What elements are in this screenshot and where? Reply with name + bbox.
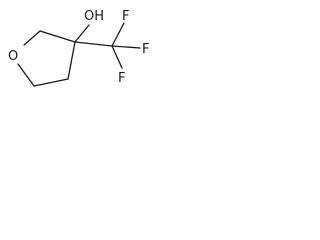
bond-cf3-f-right [111, 45, 141, 49]
fluorine-top-label: F [122, 9, 129, 24]
ring-oxygen-label: O [8, 49, 18, 64]
bond-cf3-f-bottom [111, 45, 123, 69]
bond-c5-o1 [17, 63, 35, 87]
bond-cf3-f-top [111, 22, 125, 47]
structure-diagram: O OH F F F [0, 0, 158, 93]
bond-c3-cf3 [74, 41, 113, 47]
hydroxyl-label: OH [84, 9, 104, 24]
bond-c4-c5 [33, 78, 69, 87]
fluorine-bottom-label: F [118, 71, 125, 86]
fluorine-right-label: F [142, 42, 149, 57]
bond-o1-c2 [23, 30, 41, 46]
bond-c3-oh [74, 24, 90, 43]
bond-c2-c3 [39, 30, 76, 43]
molecule-drawing: O OH F F F [8, 9, 149, 87]
bond-c3-c4 [67, 41, 76, 80]
